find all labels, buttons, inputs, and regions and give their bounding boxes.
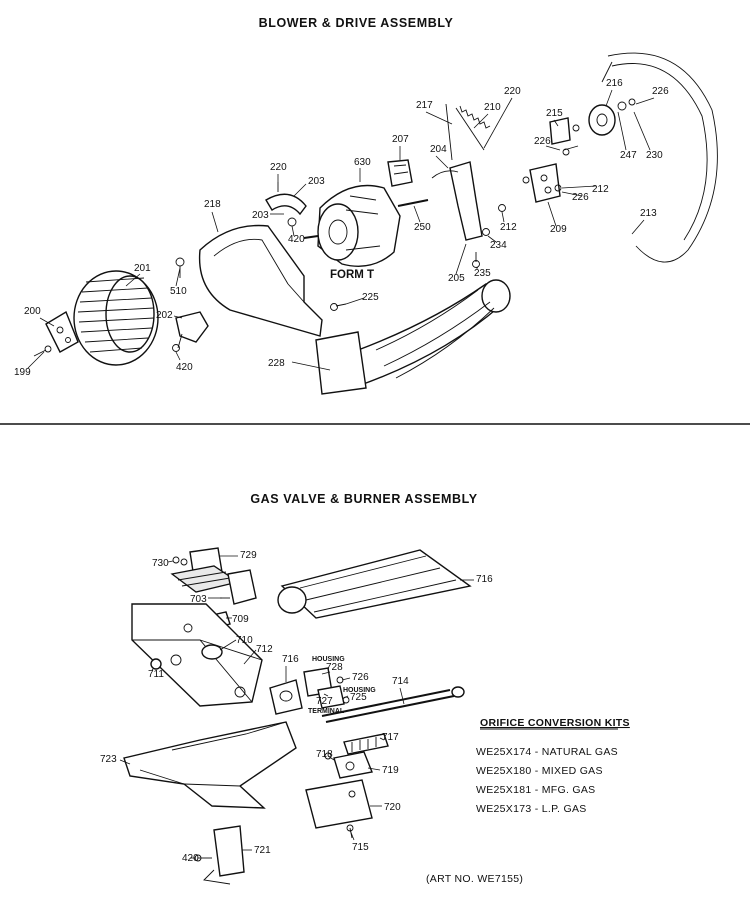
part-label-215: 215 — [546, 108, 563, 119]
part-label-209: 209 — [550, 224, 567, 235]
part-label-709: 709 — [232, 614, 249, 625]
orifice-kit-natural-gas: WE25X174 - NATURAL GAS — [476, 746, 618, 758]
part-label-226-b: 226 — [572, 192, 589, 203]
part-label-420-b: 420 — [176, 362, 193, 373]
part-label-200: 200 — [24, 306, 41, 317]
orifice-kit-lp-gas: WE25X173 - L.P. GAS — [476, 803, 587, 815]
part-label-721: 721 — [254, 845, 271, 856]
part-label-712: 712 — [256, 644, 273, 655]
orifice-conversion-kits: ORIFICE CONVERSION KITS WE25X174 - NATUR… — [476, 717, 630, 815]
part-label-728: 728 — [326, 662, 343, 673]
form-label: FORM T — [330, 269, 374, 281]
part-label-220-b: 220 — [504, 86, 521, 97]
orifice-kit-mixed-gas: WE25X180 - MIXED GAS — [476, 765, 603, 777]
part-label-201: 201 — [134, 263, 151, 274]
blower-leader-lines — [27, 89, 655, 371]
blower-section-title: BLOWER & DRIVE ASSEMBLY — [259, 16, 454, 30]
orifice-kits-heading: ORIFICE CONVERSION KITS — [480, 717, 630, 729]
gas-leader-lines — [119, 555, 474, 859]
housing-annotation-1: HOUSING — [312, 656, 345, 663]
part-label-199: 199 — [14, 367, 31, 378]
terminal-annotation: TERMINAL — [308, 708, 345, 715]
part-label-212: 212 — [500, 222, 517, 233]
part-label-715: 715 — [352, 842, 369, 853]
part-label-725: 725 — [350, 692, 367, 703]
part-label-216: 216 — [606, 78, 623, 89]
part-label-716-b: 716 — [282, 654, 299, 665]
part-label-220: 220 — [270, 162, 287, 173]
part-label-230: 230 — [646, 150, 663, 161]
part-label-730: 730 — [152, 558, 169, 569]
part-label-716: 716 — [476, 574, 493, 585]
blower-part-labels: 199 200 201 202 203 203 204 205 207 209 … — [14, 78, 669, 378]
gas-part-labels: 420 703 709 710 711 712 714 715 716 716 … — [100, 550, 493, 864]
blower-drive-drawing — [33, 52, 718, 395]
part-label-726: 726 — [352, 672, 369, 683]
part-label-630: 630 — [354, 157, 371, 168]
part-label-510: 510 — [170, 286, 187, 297]
part-label-719: 719 — [382, 765, 399, 776]
housing-annotation-2: HOUSING — [343, 687, 376, 694]
part-label-727: 727 — [316, 696, 333, 707]
part-label-225: 225 — [362, 292, 379, 303]
art-number: (ART NO. WE7155) — [426, 873, 523, 885]
part-label-203: 203 — [308, 176, 325, 187]
part-label-205: 205 — [448, 273, 465, 284]
part-label-210: 210 — [484, 102, 501, 113]
part-label-218: 218 — [204, 199, 221, 210]
part-label-226: 226 — [534, 136, 551, 147]
part-label-226-c: 226 — [652, 86, 669, 97]
part-label-235: 235 — [474, 268, 491, 279]
part-label-234: 234 — [490, 240, 507, 251]
part-label-711: 711 — [148, 669, 164, 680]
gas-section-title: GAS VALVE & BURNER ASSEMBLY — [250, 492, 477, 506]
part-label-420: 420 — [288, 234, 305, 245]
part-label-710: 710 — [236, 635, 253, 646]
part-label-720: 720 — [384, 802, 401, 813]
part-label-217: 217 — [416, 100, 433, 111]
part-label-723: 723 — [100, 754, 117, 765]
part-label-729: 729 — [240, 550, 257, 561]
part-label-203-b: 203 — [252, 210, 269, 221]
part-label-247: 247 — [620, 150, 637, 161]
part-label-212-b: 212 — [592, 184, 609, 195]
part-label-202: 202 — [156, 310, 173, 321]
part-label-718: 718 — [316, 749, 333, 760]
part-label-420-gas: 420 — [182, 853, 199, 864]
part-label-703: 703 — [190, 594, 207, 605]
part-label-714: 714 — [392, 676, 409, 687]
part-label-717: 717 — [382, 732, 399, 743]
part-label-250: 250 — [414, 222, 431, 233]
part-label-207: 207 — [392, 134, 409, 145]
part-label-228: 228 — [268, 358, 285, 369]
orifice-kit-mfg-gas: WE25X181 - MFG. GAS — [476, 784, 595, 796]
gas-valve-drawing — [123, 547, 472, 885]
part-label-213: 213 — [640, 208, 657, 219]
part-label-204: 204 — [430, 144, 447, 155]
